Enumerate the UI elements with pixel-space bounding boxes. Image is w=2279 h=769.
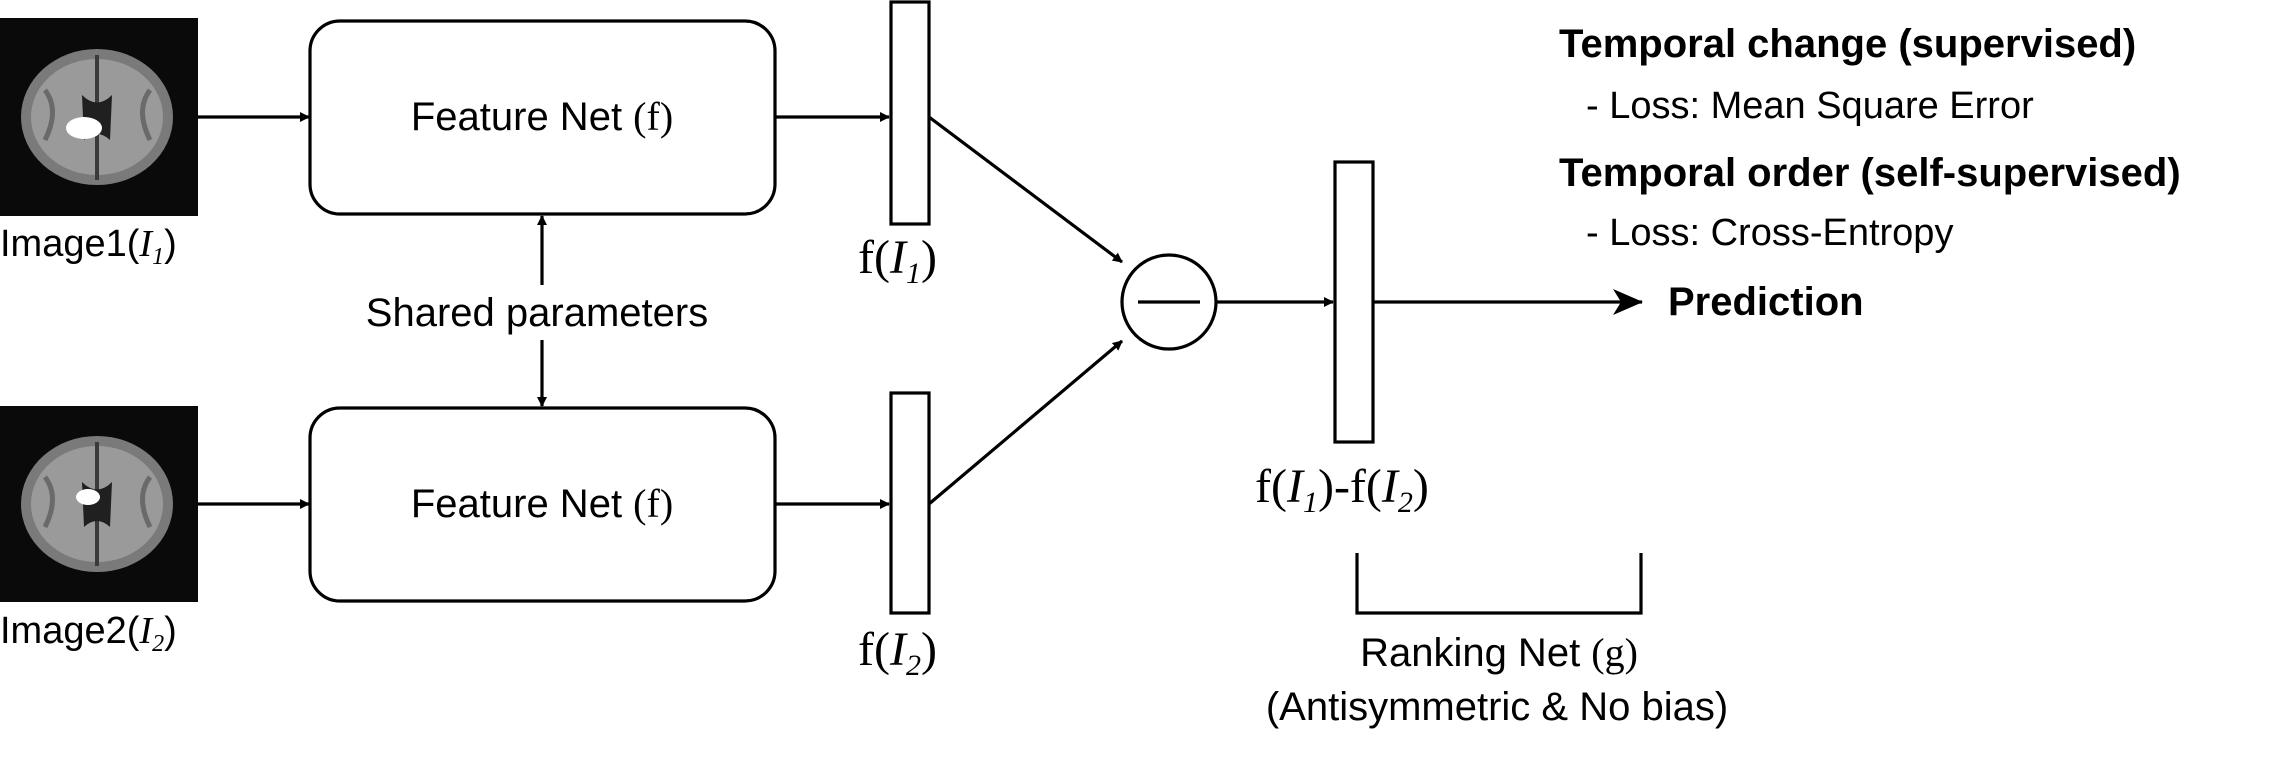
image1-label: Image1(I1) xyxy=(0,223,177,270)
arrow-vector1-to-subtract xyxy=(928,115,1123,264)
brain-image-1 xyxy=(0,18,198,216)
arrow-vector2-to-subtract xyxy=(927,339,1124,506)
ranking-net-label: Ranking Net (g) xyxy=(1360,630,1638,675)
feature-vector-2-label: f(I2) xyxy=(858,623,937,682)
shared-parameters-label: Shared parameters xyxy=(366,291,708,335)
ranking-net-note: (Antisymmetric & No bias) xyxy=(1266,685,1728,729)
difference-vector xyxy=(1333,160,1375,444)
feature-vector-2 xyxy=(889,391,931,615)
ranking-net-bracket xyxy=(1355,553,1643,615)
feature-net-label-2: Feature Net (f) xyxy=(411,481,673,526)
temporal-change-loss: - Loss: Mean Square Error xyxy=(1586,85,2034,127)
brain-image-2 xyxy=(0,406,198,602)
image2-label: Image2(I2) xyxy=(0,610,177,657)
subtract-node xyxy=(1120,253,1218,351)
difference-vector-label: f(I1)-f(I2) xyxy=(1255,460,1429,519)
temporal-order-loss: - Loss: Cross-Entropy xyxy=(1586,212,1953,254)
temporal-order-title: Temporal order (self-supervised) xyxy=(1559,151,2181,195)
prediction-label: Prediction xyxy=(1668,280,1864,324)
feature-vector-1-label: f(I1) xyxy=(858,231,937,290)
feature-net-label-1: Feature Net (f) xyxy=(411,94,673,139)
feature-vector-1 xyxy=(889,0,931,226)
temporal-change-title: Temporal change (supervised) xyxy=(1559,22,2136,66)
